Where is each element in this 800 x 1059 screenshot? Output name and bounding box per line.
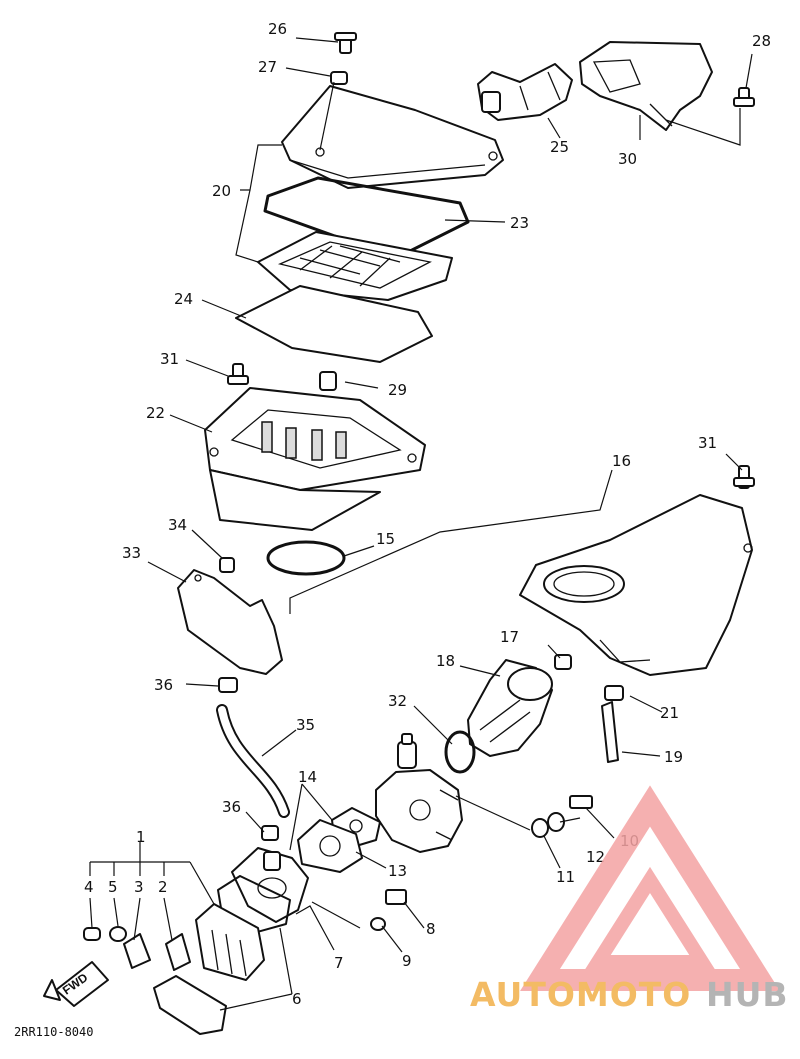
plug-36-bottom	[261, 825, 279, 841]
callout-25: 25	[550, 138, 569, 156]
air-filter-case-22	[204, 387, 426, 531]
logo-text-automoto: AUTOMOTO	[470, 975, 691, 1014]
logo-text-hub: HUB	[706, 975, 789, 1014]
callout-4: 4	[84, 878, 94, 896]
callout-31-right: 31	[698, 434, 717, 452]
callout-19: 19	[664, 748, 683, 766]
case-cover-part	[281, 85, 504, 189]
callout-30: 30	[618, 150, 637, 168]
fwd-arrow-icon	[43, 961, 109, 1007]
carburetor-joint-18	[467, 659, 553, 757]
intake-duct-25	[477, 63, 573, 121]
callout-11: 11	[556, 868, 575, 886]
callout-13: 13	[388, 862, 407, 880]
washer-27	[330, 71, 348, 85]
callout-28: 28	[752, 32, 771, 50]
gasket-23	[263, 176, 470, 260]
callout-24: 24	[174, 290, 193, 308]
callout-7: 7	[334, 954, 344, 972]
bolt-28	[733, 87, 755, 107]
callout-1: 1	[136, 828, 146, 846]
plug-36-top	[218, 677, 238, 693]
cover-bolt-26	[334, 32, 357, 54]
bolt-31-left	[227, 363, 249, 385]
nut-17	[554, 654, 572, 670]
callout-31-left: 31	[160, 350, 179, 368]
callout-29: 29	[388, 381, 407, 399]
plate-2	[165, 933, 191, 971]
callout-14: 14	[298, 768, 317, 786]
callout-33: 33	[122, 544, 141, 562]
joint-7	[231, 847, 309, 923]
callout-22: 22	[146, 404, 165, 422]
bolt-31-right	[733, 465, 755, 489]
callout-23: 23	[510, 214, 529, 232]
callout-12: 12	[586, 848, 605, 866]
bolt-10	[569, 795, 593, 809]
hose-35-inner	[218, 706, 288, 816]
leader-lines	[89, 37, 753, 1011]
callout-20: 20	[212, 182, 231, 200]
carburetor-body	[375, 733, 463, 853]
callout-18: 18	[436, 652, 455, 670]
washer-11	[531, 818, 549, 838]
collar-29	[319, 371, 337, 391]
callout-8: 8	[426, 920, 436, 938]
o-ring-15	[266, 540, 346, 576]
insulator-13	[297, 819, 363, 873]
callout-27: 27	[258, 58, 277, 76]
callout-9: 9	[402, 952, 412, 970]
washer-5	[109, 926, 127, 942]
callout-6: 6	[292, 990, 302, 1008]
callout-15: 15	[376, 530, 395, 548]
callout-36-top: 36	[154, 676, 173, 694]
clip-21	[604, 685, 624, 701]
callout-2: 2	[158, 878, 168, 896]
filter-element-24	[235, 285, 433, 363]
callout-35: 35	[296, 716, 315, 734]
callout-5: 5	[108, 878, 118, 896]
part-number-code: 2RR110-8040	[14, 1025, 93, 1039]
callout-21: 21	[660, 704, 679, 722]
intake-duct-30	[579, 41, 713, 131]
clamp-32	[444, 730, 476, 774]
callout-32: 32	[388, 692, 407, 710]
callout-36-bottom: 36	[222, 798, 241, 816]
plate-3	[123, 933, 151, 969]
automotohub-logo: AUTOMOTO HUB	[470, 785, 789, 1014]
bolt-34	[219, 557, 235, 573]
gasket-6-lower	[153, 975, 227, 1035]
callout-3: 3	[134, 878, 144, 896]
reed-valve	[195, 903, 265, 981]
bolt-8	[385, 889, 407, 905]
joint-16	[519, 494, 753, 676]
screw-4	[83, 927, 101, 941]
washer-9	[370, 917, 386, 931]
callout-17: 17	[500, 628, 519, 646]
hose-19	[601, 701, 619, 763]
element-cage-20	[257, 231, 453, 301]
callout-16: 16	[612, 452, 631, 470]
callout-26: 26	[268, 20, 287, 38]
callout-34: 34	[168, 516, 187, 534]
box-33	[177, 569, 283, 675]
washer-12	[547, 812, 565, 832]
